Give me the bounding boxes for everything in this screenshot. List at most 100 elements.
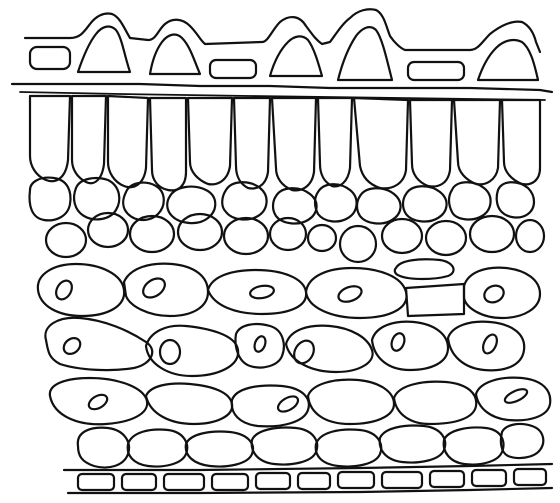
parenchyma-row-1 xyxy=(38,264,540,318)
parenchyma-cell xyxy=(208,270,306,314)
rounded-cell xyxy=(252,428,317,465)
parenchyma-cell xyxy=(476,378,550,421)
nucleus xyxy=(53,278,75,302)
flattened-cell xyxy=(395,259,454,279)
palisade-cell xyxy=(454,100,500,184)
palisade-cell xyxy=(234,98,270,188)
small-cell xyxy=(470,216,514,252)
nucleus xyxy=(389,331,406,352)
lower-epidermal-cell xyxy=(514,469,546,485)
rounded-cell xyxy=(167,187,215,223)
rounded-cell xyxy=(30,178,71,221)
papilla-3 xyxy=(270,36,322,76)
small-cell xyxy=(46,223,86,257)
parenchyma-cell xyxy=(232,386,309,427)
rounded-cell xyxy=(380,426,445,463)
parenchyma-cell xyxy=(50,378,147,424)
nucleus xyxy=(140,275,169,302)
nucleus xyxy=(61,335,84,357)
papilla-1 xyxy=(78,27,130,72)
rounded-cell xyxy=(497,182,534,217)
rounded-cell xyxy=(222,182,266,219)
parenchyma-cell xyxy=(45,318,152,370)
parenchyma-cell xyxy=(124,264,208,316)
small-cell xyxy=(340,226,376,262)
rounded-cell xyxy=(186,432,253,467)
rounded-cell xyxy=(316,430,381,467)
nucleus xyxy=(480,332,499,355)
lower-epidermal-cell xyxy=(212,474,248,490)
small-cell xyxy=(178,214,222,250)
papilla-2 xyxy=(150,35,200,74)
upper-epidermis xyxy=(12,9,552,100)
small-cell xyxy=(224,218,268,254)
parenchyma-cell xyxy=(38,264,124,316)
parenchyma-cell xyxy=(286,326,373,372)
small-cell xyxy=(426,221,466,255)
nucleus xyxy=(503,386,529,405)
palisade-layer xyxy=(30,96,540,190)
parenchyma-cell xyxy=(308,380,394,424)
parenchyma-cell xyxy=(146,384,232,425)
epidermal-cell xyxy=(210,60,256,78)
lower-epidermal-cell xyxy=(338,472,374,488)
rounded-cell xyxy=(501,424,543,458)
epidermis-inner-wall xyxy=(12,84,552,92)
nucleus xyxy=(86,392,109,412)
parenchyma-cell xyxy=(372,322,448,370)
small-cell xyxy=(516,220,544,252)
lower-epidermal-cell xyxy=(78,474,114,490)
palisade-cell xyxy=(410,100,452,186)
palisade-cell xyxy=(318,98,352,186)
parenchyma-cell xyxy=(306,268,407,318)
lower-epidermal-cell xyxy=(382,472,422,488)
rounded-cell xyxy=(78,428,129,468)
upper-cuticle xyxy=(25,9,540,52)
lower-epidermal-cell xyxy=(164,474,204,490)
rounded-cell xyxy=(449,182,491,219)
rounded-cell xyxy=(444,428,504,465)
nucleus xyxy=(482,283,507,306)
lower-epidermal-cell xyxy=(430,471,464,487)
palisade-cell xyxy=(188,98,232,184)
rounded-cell xyxy=(357,188,401,223)
nucleus xyxy=(160,340,180,364)
rounded-cell xyxy=(123,183,164,220)
small-cell xyxy=(382,219,422,253)
lower-epidermal-cell xyxy=(122,474,156,490)
palisade-cell xyxy=(272,98,316,190)
epidermal-cell xyxy=(408,62,464,80)
parenchyma-row-2 xyxy=(45,318,524,376)
papilla-4 xyxy=(338,27,392,80)
papilla-5 xyxy=(478,40,538,80)
nucleus xyxy=(275,393,300,414)
rounded-cell xyxy=(315,184,357,221)
palisade-cell xyxy=(30,96,70,181)
epidermal-cell xyxy=(30,47,70,69)
lower-epidermal-cell xyxy=(298,473,330,489)
palisade-cell xyxy=(72,96,106,183)
lower-rounded-row xyxy=(78,424,543,468)
palisade-cell xyxy=(354,98,408,188)
lower-epidermal-cell xyxy=(472,470,506,486)
parenchyma-cell xyxy=(406,284,464,316)
lower-epidermis xyxy=(64,464,552,493)
nucleus xyxy=(249,284,275,300)
nucleus xyxy=(336,283,363,304)
palisade-cell xyxy=(150,98,186,190)
parenchyma-cell xyxy=(464,268,540,318)
rounded-cell xyxy=(128,430,188,467)
parenchyma-cell xyxy=(394,382,476,424)
nucleus xyxy=(290,337,318,367)
palisade-cell xyxy=(502,100,540,184)
palisade-cell xyxy=(108,96,148,187)
parenchyma-cell xyxy=(448,322,524,371)
parenchyma-row-3 xyxy=(50,378,550,427)
rounded-cell xyxy=(403,186,447,221)
small-cell xyxy=(130,216,174,252)
lower-epidermal-cell xyxy=(256,473,290,489)
parenchyma-cell xyxy=(236,324,284,367)
small-cell xyxy=(308,225,336,251)
